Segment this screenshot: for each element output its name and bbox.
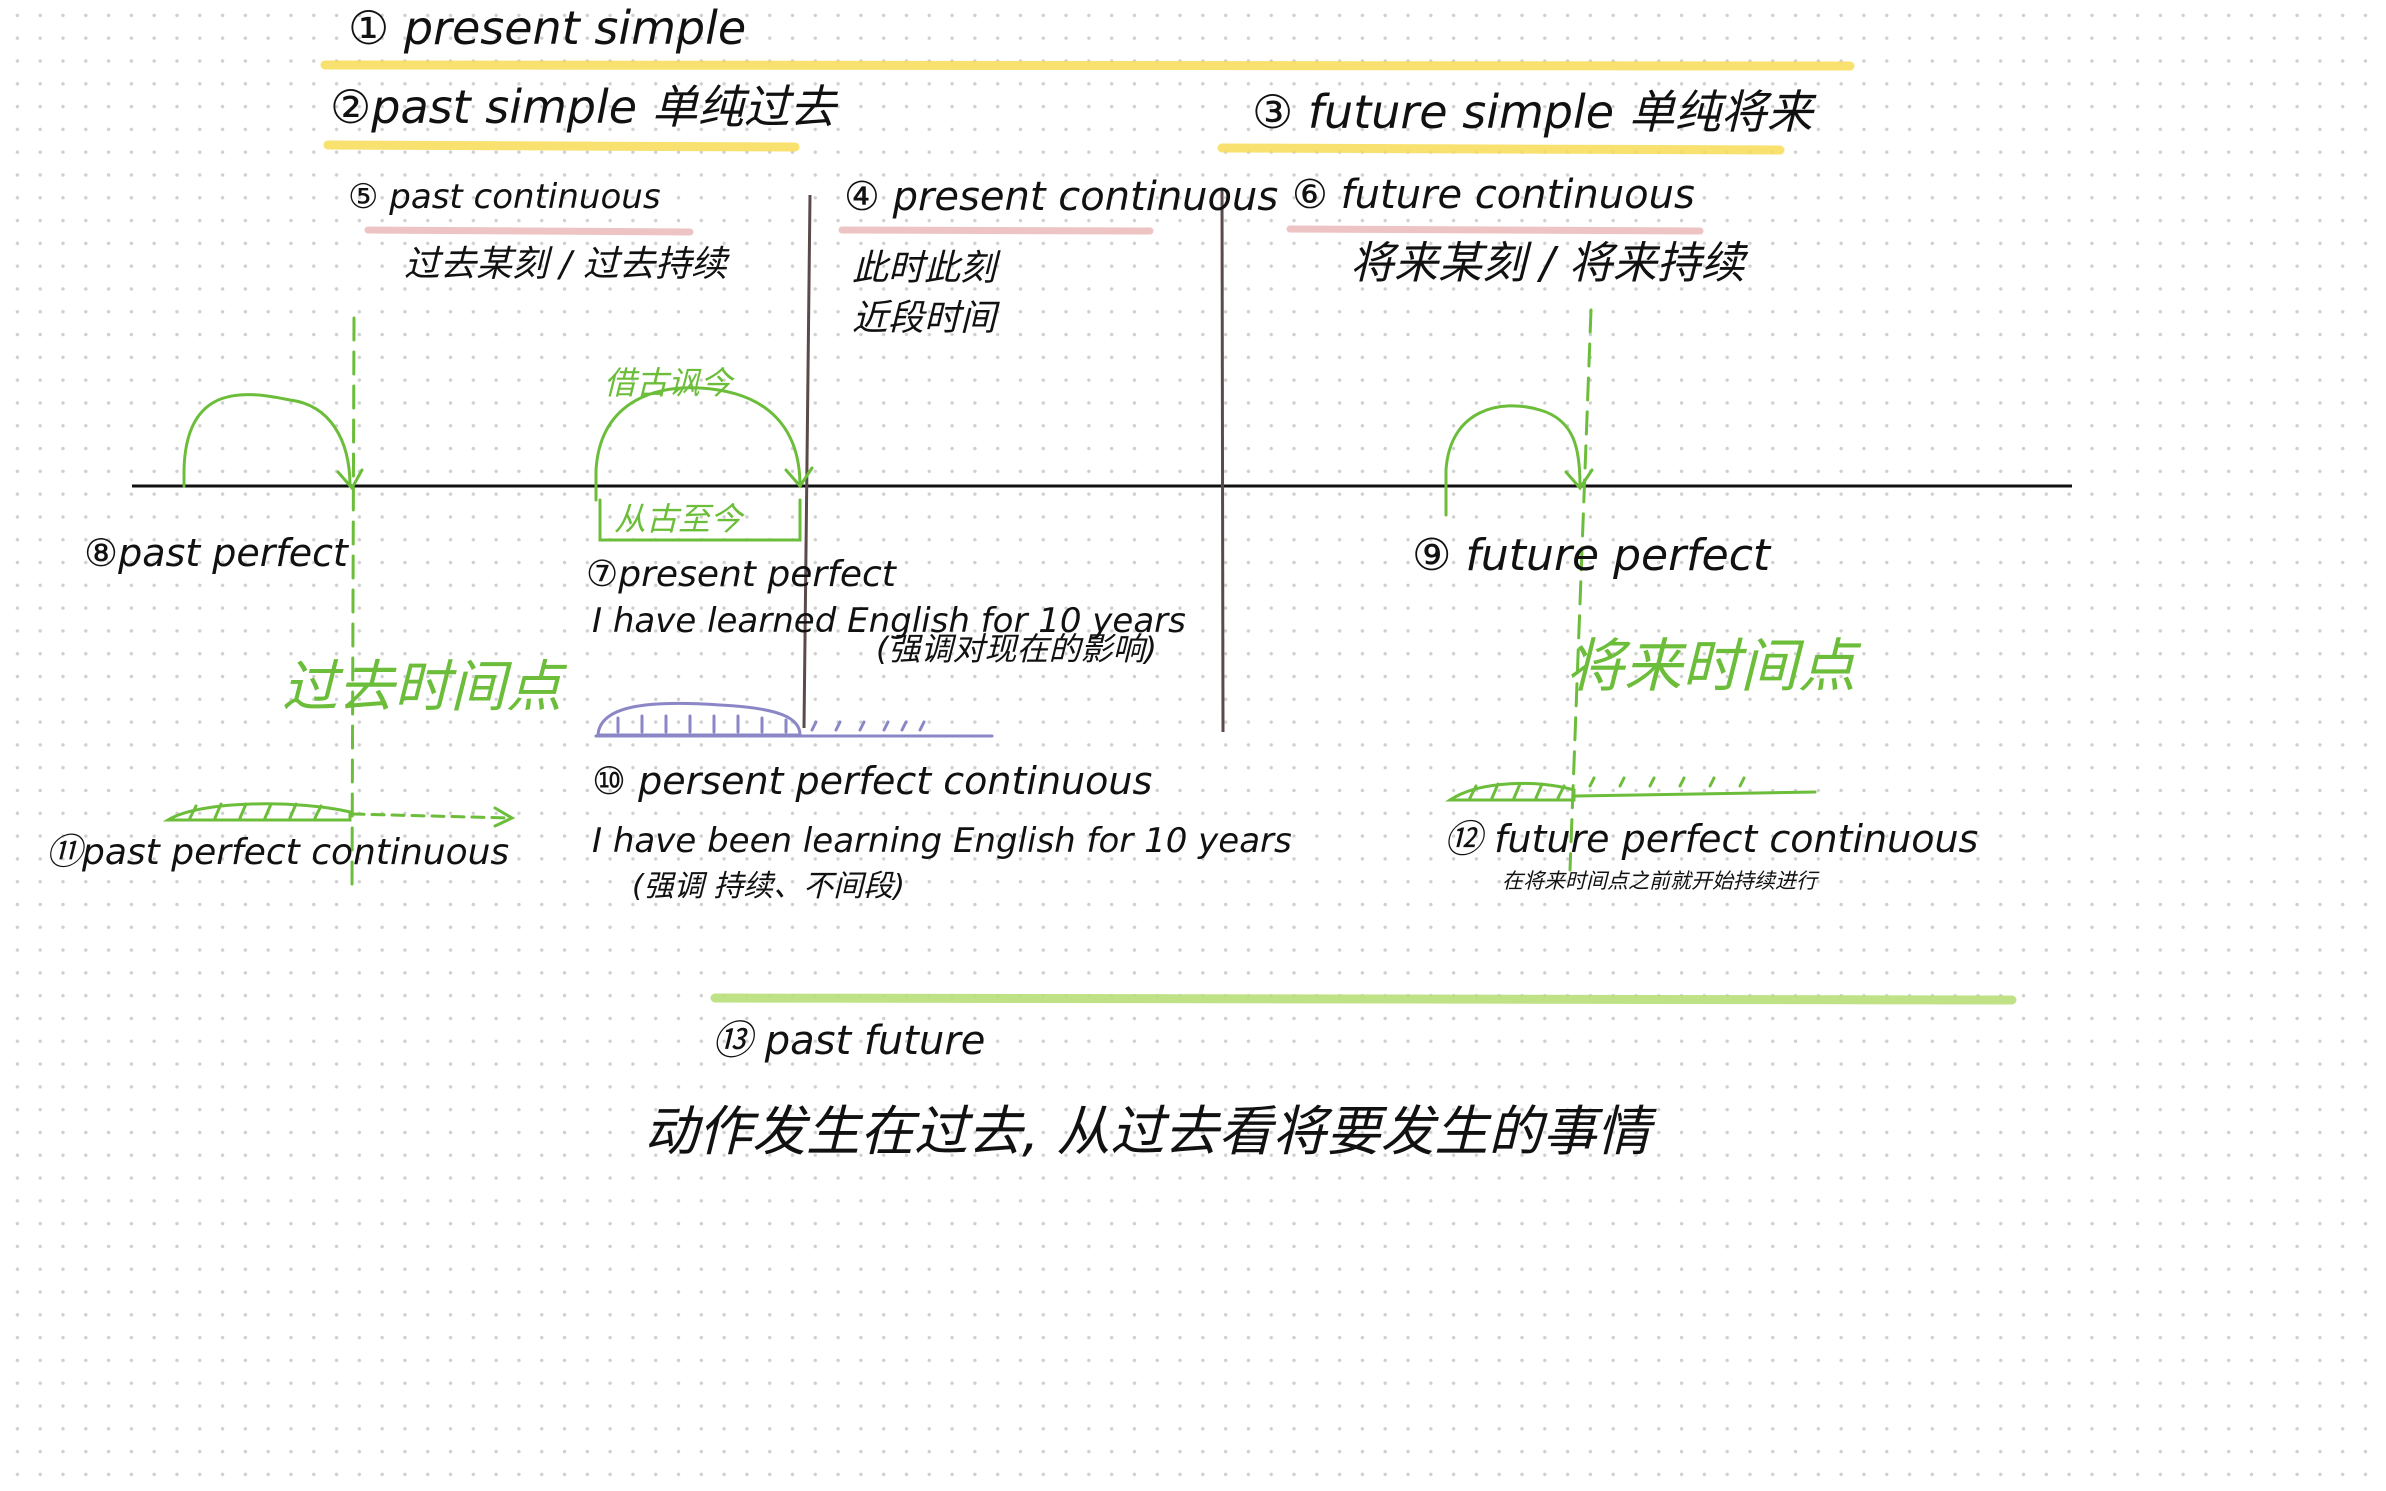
future-continuous-note: 将来某刻 / 将来持续 — [1350, 238, 1749, 289]
label-future-perfect: ⑨ future perfect — [1412, 530, 1772, 581]
present-continuous-note-1: 此时此刻 — [852, 248, 1001, 289]
future-perfect-continuous-bar — [1445, 781, 1576, 802]
present-perfect-continuous-example: I have been learning English for 10 year… — [592, 821, 1292, 861]
label-past-perfect: ⑧past perfect — [84, 531, 350, 575]
past-future-note: 动作发生在过去, 从过去看将要发生的事情 — [644, 1100, 1657, 1163]
past-perfect-arrow — [336, 468, 364, 491]
future-time-point-label: 将来时间点 — [1566, 632, 1862, 700]
green-text: 过去时间点 借古讽今 从古至今 将来时间点 — [282, 364, 1862, 720]
handwritten-text: ① present simple ②past simple 单纯过去 ③ fut… — [46, 1, 1978, 1163]
label-past-perfect-continuous: ⑪past perfect continuous — [46, 832, 509, 873]
present-perfect-continuous-hatch — [616, 714, 788, 734]
present-simple-highlight — [320, 60, 1855, 71]
past-perfect-arc — [182, 393, 352, 488]
future-perfect-continuous-hatch — [1468, 782, 1566, 800]
past-time-point-line — [350, 316, 356, 887]
future-simple-highlight — [1217, 143, 1785, 155]
present-perfect-continuous-dots — [810, 720, 926, 732]
past-perfect-continuous-forward — [350, 812, 512, 820]
green-marks — [162, 308, 1817, 887]
present-perfect-arc — [594, 386, 802, 502]
future-perfect-arc — [1444, 404, 1582, 517]
label-past-future: ⑬ past future — [712, 1018, 985, 1064]
past-perfect-continuous-hatch — [188, 802, 323, 820]
present-perfect-bottom-label: 从古至今 — [614, 500, 745, 538]
heading-present-continuous: ④ present continuous — [844, 174, 1278, 220]
heading-present-simple: ① present simple — [348, 1, 746, 55]
past-future-highlight — [710, 993, 2017, 1005]
present-perfect-continuous-bar — [596, 701, 802, 737]
present-perfect-bottom-bracket — [598, 498, 802, 542]
heading-past-continuous: ⑤ past continuous — [348, 177, 661, 217]
heading-past-simple: ②past simple 单纯过去 — [330, 80, 839, 134]
present-perfect-continuous-note: (强调 持续、不间段) — [632, 869, 905, 904]
future-continuous-highlight — [1286, 225, 1704, 235]
present-divider-left — [802, 194, 812, 729]
present-divider-right — [1220, 189, 1225, 733]
heading-future-continuous: ⑥ future continuous — [1292, 172, 1695, 218]
past-perfect-continuous-arrowhead — [493, 806, 516, 828]
future-perfect-arrow — [1564, 468, 1594, 491]
present-continuous-note-2: 近段时间 — [852, 298, 1000, 339]
past-continuous-note: 过去某刻 / 过去持续 — [404, 244, 730, 285]
label-present-perfect: ⑦present perfect — [586, 554, 898, 595]
highlights — [320, 60, 2017, 1005]
future-perfect-continuous-note: 在将来时间点之前就开始持续进行 — [1502, 869, 1820, 893]
present-continuous-highlight — [838, 226, 1154, 235]
past-time-point-label: 过去时间点 — [282, 655, 568, 720]
past-simple-highlight — [323, 140, 800, 152]
present-perfect-arrow — [784, 466, 814, 489]
present-perfect-note: (强调对现在的影响) — [876, 630, 1157, 668]
label-future-perfect-continuous: ⑫ future perfect continuous — [1444, 817, 1978, 861]
future-perfect-continuous-forward — [1574, 790, 1817, 798]
timeline-structure — [132, 189, 2072, 733]
past-continuous-highlight — [364, 226, 694, 236]
present-perfect-top-label: 借古讽今 — [604, 364, 735, 402]
present-perfect-example: I have learned English for 10 years — [592, 601, 1186, 641]
heading-future-simple: ③ future simple 单纯将来 — [1252, 85, 1817, 139]
future-perfect-continuous-dots — [1588, 776, 1746, 788]
purple-marks — [594, 701, 994, 738]
label-present-perfect-continuous: ⑩ persent perfect continuous — [592, 759, 1152, 803]
future-time-point-line — [1568, 308, 1593, 872]
past-perfect-continuous-bar — [162, 802, 352, 822]
